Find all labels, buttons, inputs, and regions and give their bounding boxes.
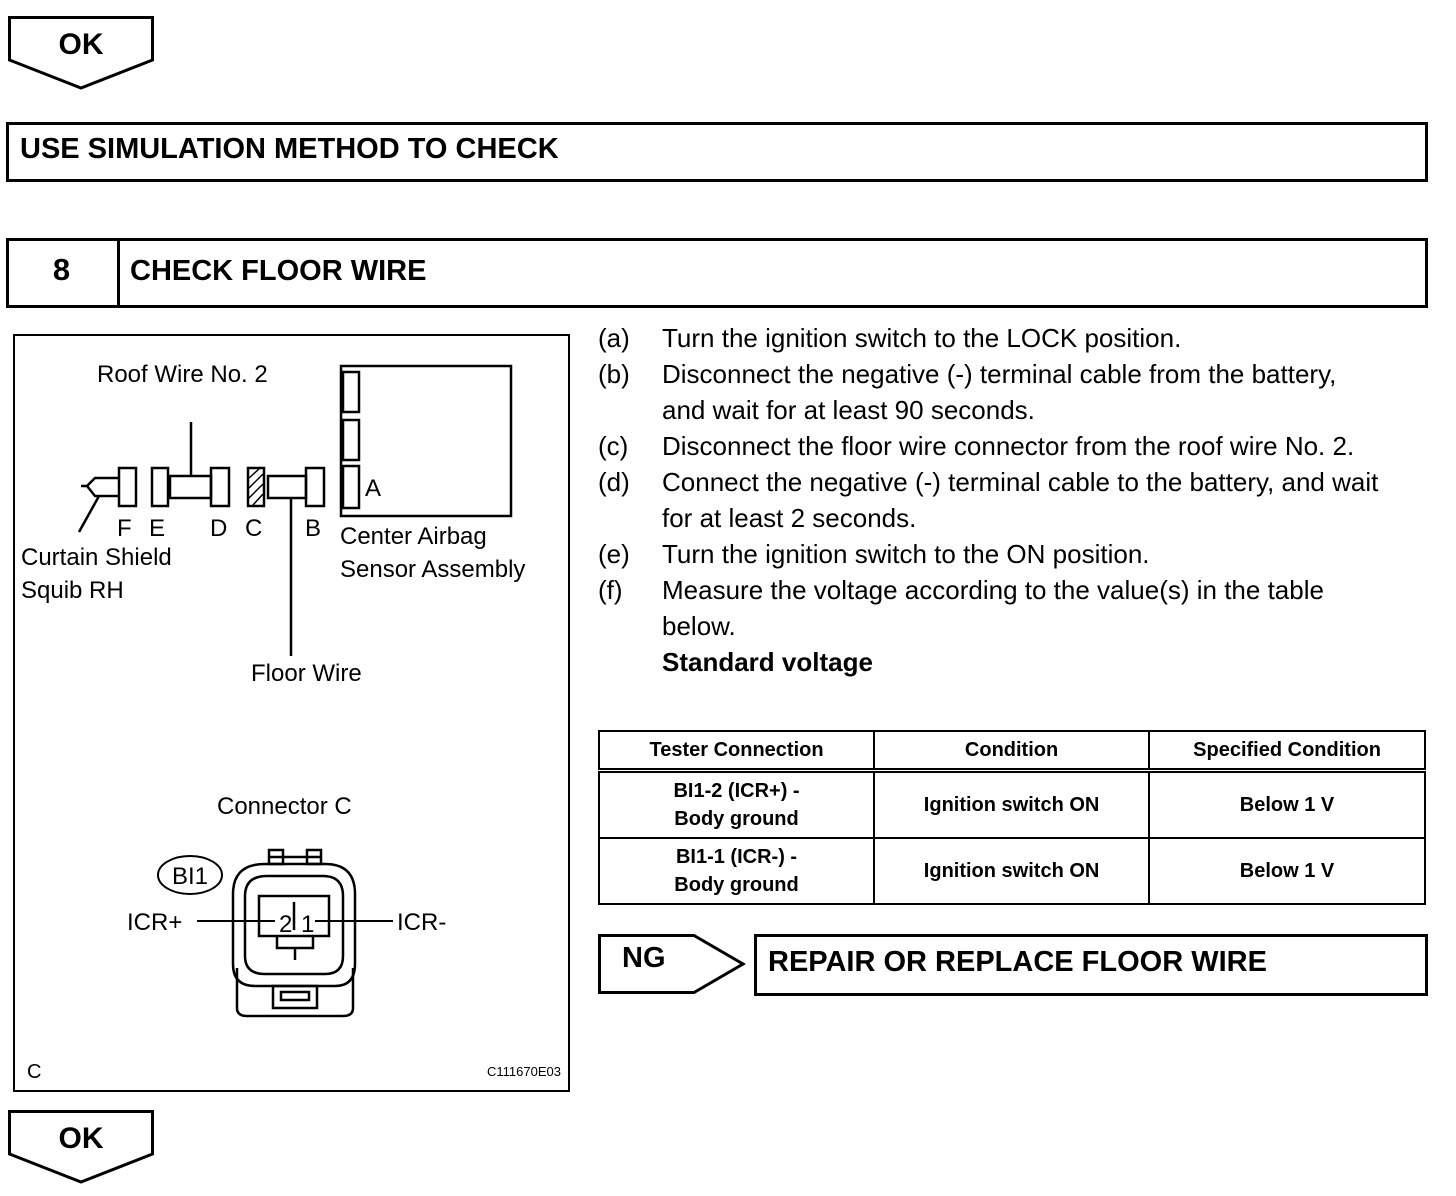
center-airbag-label-1: Center Airbag <box>340 523 487 550</box>
connection-line: BI1-1 (ICR-) - <box>675 846 798 868</box>
roof-wire-body <box>168 474 213 500</box>
letter-c: C <box>245 515 262 542</box>
connection-line: BI1-2 (ICR+) - <box>673 780 800 802</box>
standard-voltage-table: Tester Connection Condition Specified Co… <box>597 730 1426 905</box>
column-header: Specified Condition <box>1148 730 1426 772</box>
icr-minus-label: ICR- <box>397 909 446 936</box>
connector-code: BI1 <box>172 863 208 890</box>
sensor-slot-top <box>341 370 361 414</box>
standard-voltage-label: Standard voltage <box>662 647 873 677</box>
ng-label: NG <box>622 942 666 974</box>
curtain-leader <box>77 495 101 533</box>
connector-title: Connector C <box>217 793 352 820</box>
step-header-divider <box>117 238 120 308</box>
step-header <box>6 238 1428 308</box>
pin-2: 2 <box>279 911 292 938</box>
letter-f: F <box>117 515 132 542</box>
letter-a: A <box>365 475 381 502</box>
step-letter: (d) <box>598 467 630 497</box>
step-item: (c) Disconnect the floor wire connector … <box>598 428 1438 464</box>
ok-arrow-top <box>8 16 154 90</box>
step-letter: (b) <box>598 359 630 389</box>
letter-b: B <box>305 515 321 542</box>
step-letter: (e) <box>598 539 630 569</box>
connector-code-oval <box>157 855 223 895</box>
simulation-header <box>6 122 1428 182</box>
ng-arrow <box>598 934 746 994</box>
table-row: BI1-1 (ICR-) - Body ground Ignition swit… <box>597 837 1426 905</box>
step-text: Disconnect the floor wire connector from… <box>662 431 1355 461</box>
floor-wire-label: Floor Wire <box>251 660 362 687</box>
step-item: (f) Measure the voltage according to the… <box>598 572 1438 644</box>
ok-arrow-bottom <box>8 1110 154 1184</box>
squib-plug <box>85 476 119 498</box>
step-item: (e) Turn the ignition switch to the ON p… <box>598 536 1438 572</box>
floor-wire-body <box>266 474 308 500</box>
tester-connection-cell: BI1-2 (ICR+) - Body ground <box>597 769 876 839</box>
sensor-slot-middle <box>341 418 361 462</box>
connector-c-face <box>231 848 357 1018</box>
condition-cell: Ignition switch ON <box>873 837 1151 905</box>
corner-letter: C <box>27 1061 41 1083</box>
step-letter: (f) <box>598 575 623 605</box>
ng-action-box <box>754 934 1428 996</box>
table-header-row: Tester Connection Condition Specified Co… <box>597 730 1426 772</box>
step-text: Connect the negative (-) terminal cable … <box>662 467 1379 533</box>
center-airbag-sensor-box <box>339 364 513 518</box>
step-text: Turn the ignition switch to the LOCK pos… <box>662 323 1182 353</box>
connection-line: Body ground <box>674 874 799 896</box>
step-letter: (a) <box>598 323 630 353</box>
ok-label-bottom: OK <box>58 1122 104 1155</box>
step-item: (a) Turn the ignition switch to the LOCK… <box>598 320 1438 356</box>
condition-cell: Ignition switch ON <box>873 769 1151 839</box>
step-number: 8 <box>52 252 71 287</box>
step-letter: (c) <box>598 431 629 461</box>
ng-action-text: REPAIR OR REPLACE FLOOR WIRE <box>768 946 1267 978</box>
column-header: Condition <box>873 730 1151 772</box>
step-item: (d) Connect the negative (-) terminal ca… <box>598 464 1438 536</box>
column-header: Tester Connection <box>597 730 876 772</box>
letter-d: D <box>210 515 227 542</box>
connector-d <box>209 466 231 508</box>
step-text: Turn the ignition switch to the ON posit… <box>662 539 1150 569</box>
connector-e <box>150 466 170 508</box>
curtain-label-1: Curtain Shield <box>21 544 172 571</box>
wiring-diagram: Roof Wire No. 2 A B C D E F Center Airba… <box>13 334 570 1092</box>
figure-id: C111670E03 <box>487 1064 561 1079</box>
step-text: Disconnect the negative (-) terminal cab… <box>662 359 1337 425</box>
icr-plus-label: ICR+ <box>127 909 182 936</box>
curtain-label-2: Squib RH <box>21 577 124 604</box>
center-airbag-label-2: Sensor Assembly <box>340 556 525 583</box>
pin-1: 1 <box>301 911 314 938</box>
connector-f <box>117 466 138 508</box>
step-text: Measure the voltage according to the val… <box>662 575 1324 641</box>
roof-wire-label: Roof Wire No. 2 <box>97 361 268 388</box>
connector-a <box>341 464 361 510</box>
connector-c-hatch <box>248 468 264 506</box>
step-item: (b) Disconnect the negative (-) terminal… <box>598 356 1438 428</box>
spec-cell: Below 1 V <box>1148 837 1426 905</box>
step-title: CHECK FLOOR WIRE <box>130 255 427 287</box>
spec-cell: Below 1 V <box>1148 769 1426 839</box>
procedure-steps: (a) Turn the ignition switch to the LOCK… <box>598 320 1438 680</box>
ok-label-top: OK <box>58 28 104 61</box>
connection-line: Body ground <box>674 808 799 830</box>
wiring-diagram-svg: Roof Wire No. 2 A B C D E F Center Airba… <box>21 361 561 1083</box>
connector-c-symbol <box>246 466 266 508</box>
letter-e: E <box>149 515 165 542</box>
simulation-header-text: USE SIMULATION METHOD TO CHECK <box>20 133 559 165</box>
connector-b <box>304 466 326 508</box>
tester-connection-cell: BI1-1 (ICR-) - Body ground <box>597 837 876 905</box>
table-row: BI1-2 (ICR+) - Body ground Ignition swit… <box>597 769 1426 839</box>
